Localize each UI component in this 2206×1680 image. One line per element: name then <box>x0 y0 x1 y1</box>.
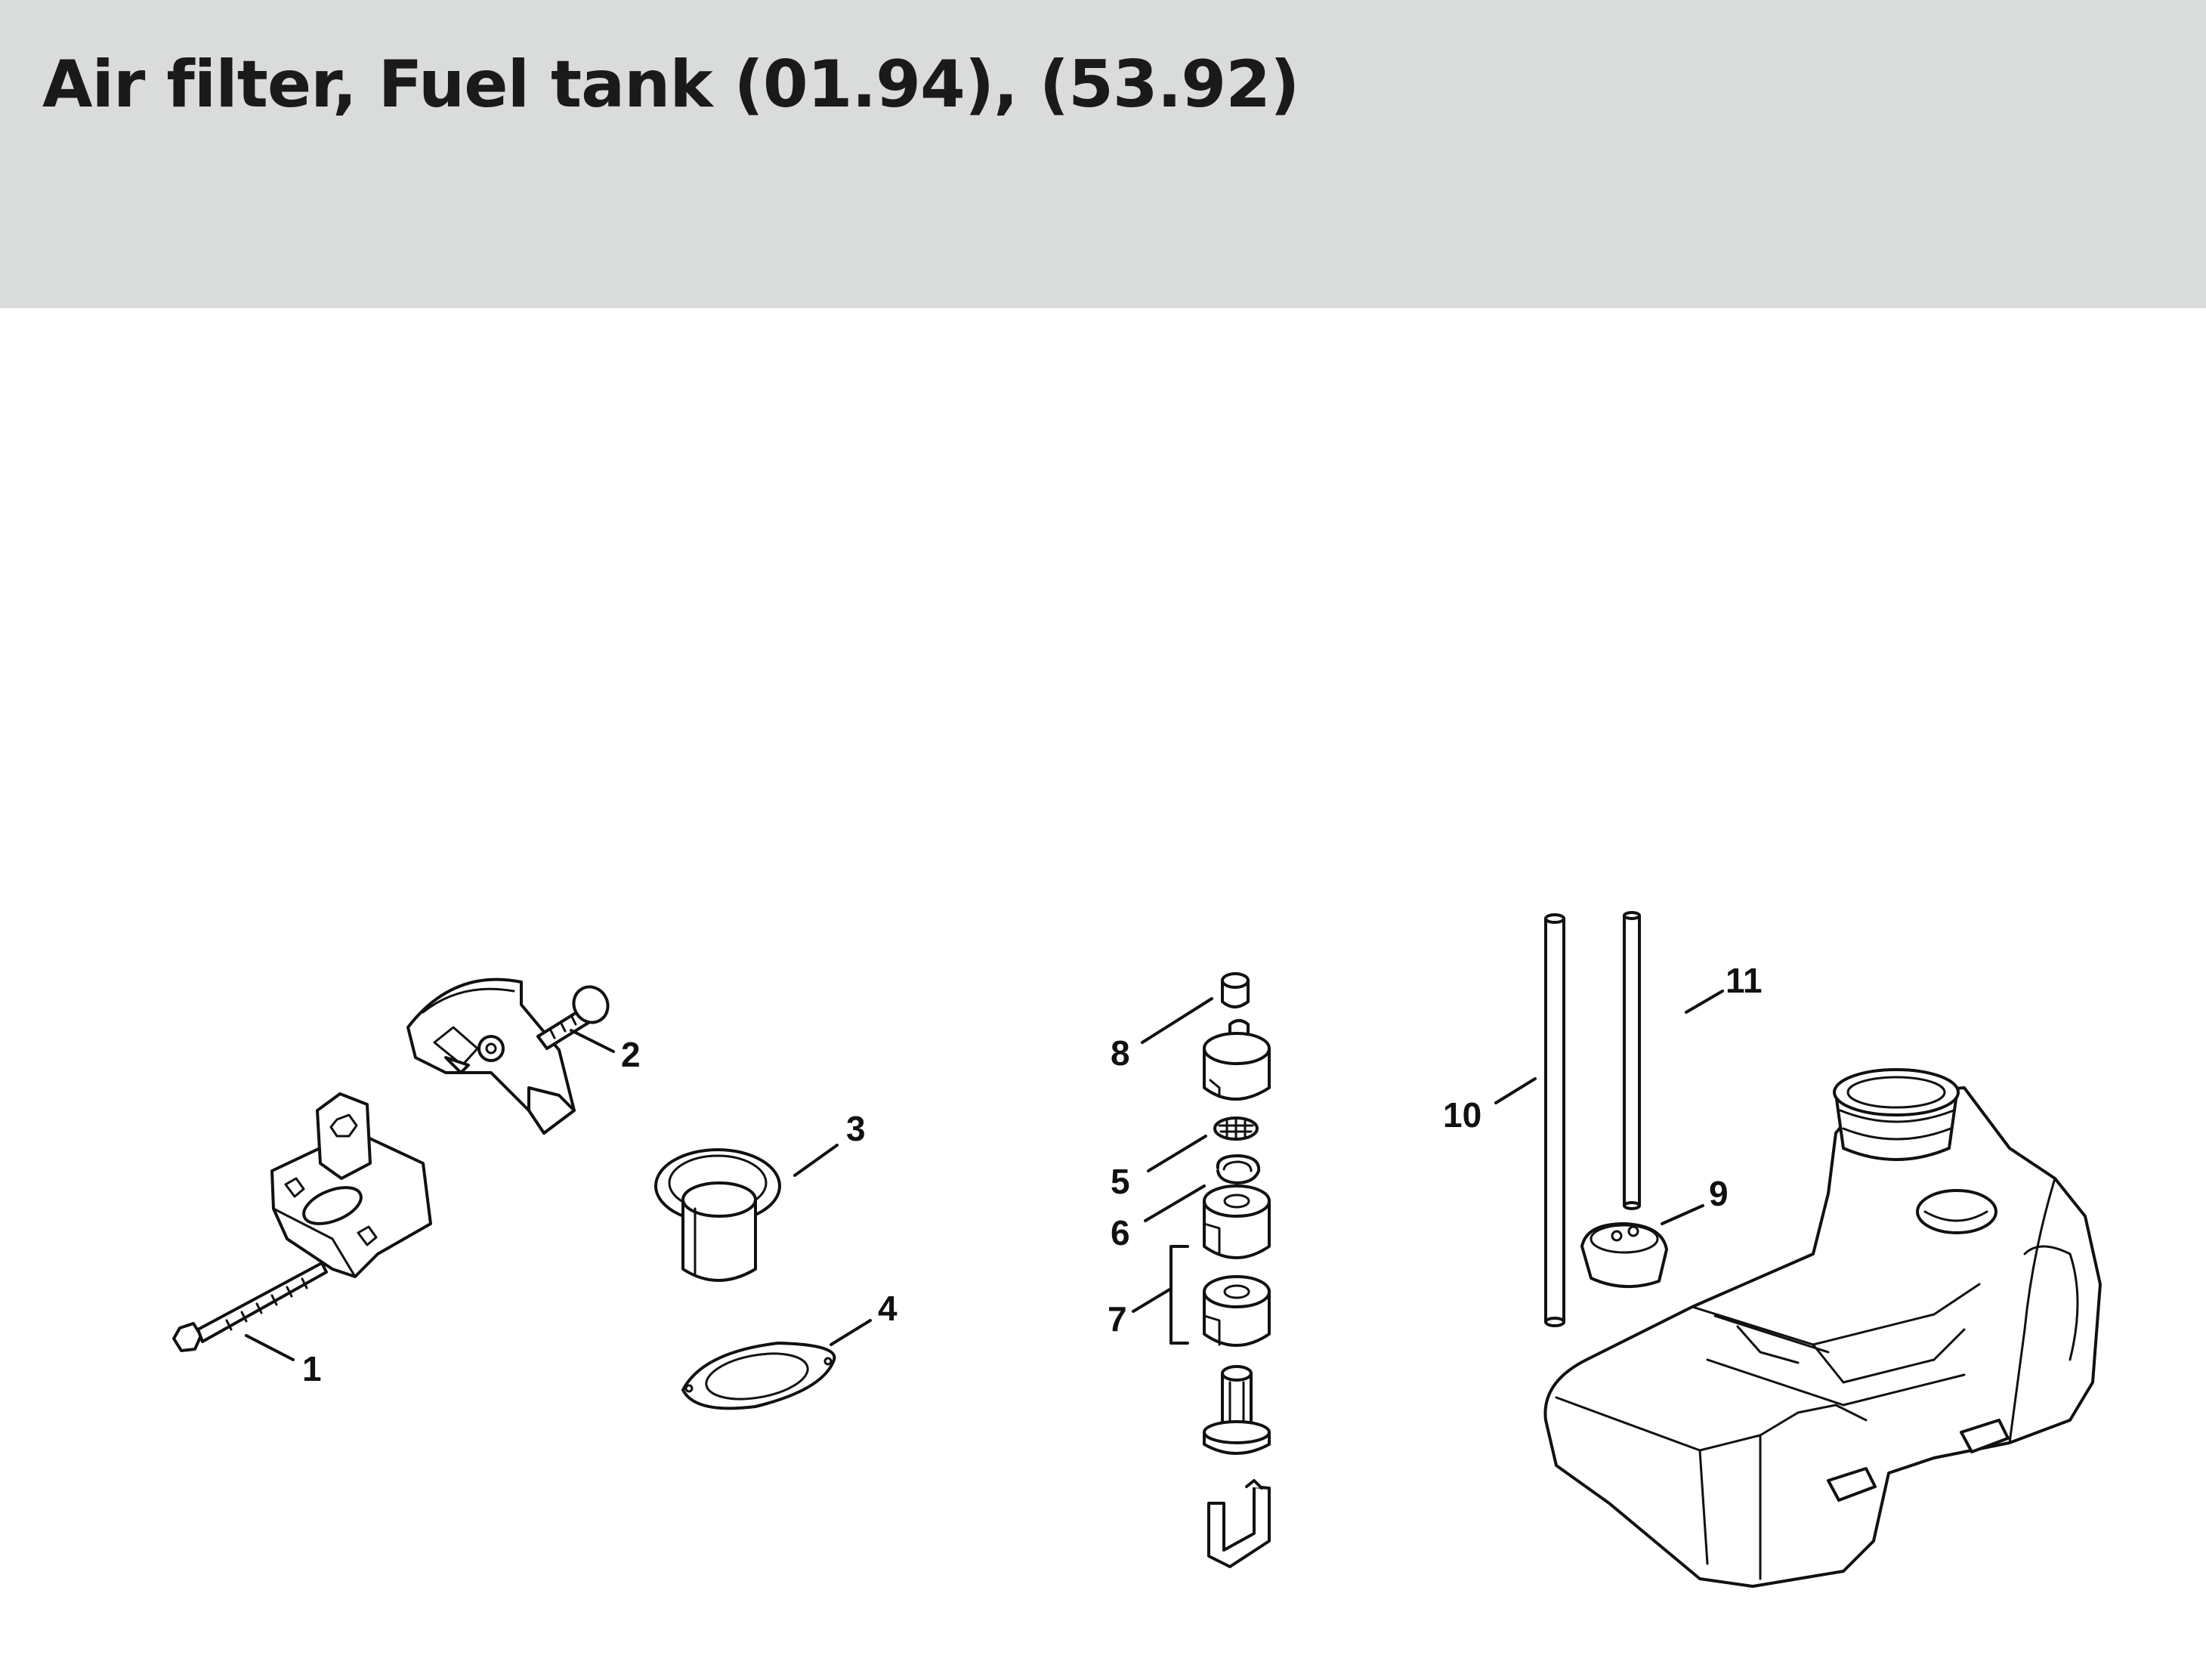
part-11-hose <box>1623 911 1641 1210</box>
part-4-gasket <box>681 1342 836 1410</box>
leader-line-5 <box>1147 1135 1207 1172</box>
callout-7: 7 <box>1108 1299 1127 1339</box>
pickup-housing <box>1203 1365 1271 1455</box>
callout-4: 4 <box>878 1289 898 1328</box>
callout-6: 6 <box>1111 1213 1130 1252</box>
spacer-flange <box>270 1092 432 1278</box>
part-5-strainer <box>1213 1116 1259 1141</box>
fuel-tank <box>1543 1068 2102 1588</box>
leader-line-1 <box>245 1334 295 1361</box>
callout-2: 2 <box>621 1035 641 1074</box>
callout-3: 3 <box>846 1109 866 1148</box>
page-title: Air filter, Fuel tank (01.94), (53.92) <box>42 47 1299 122</box>
part-3-intake-flange <box>654 1148 781 1282</box>
exploded-parts-diagram: 1 2 3 4 <box>172 911 2102 1588</box>
callout-8: 8 <box>1111 1033 1130 1073</box>
part-6-ring <box>1216 1154 1261 1184</box>
part-10-hose <box>1544 913 1565 1327</box>
pickup-clip <box>1207 1479 1271 1568</box>
leader-line-10 <box>1494 1077 1537 1104</box>
leader-line-11 <box>1685 990 1724 1014</box>
leader-line-6 <box>1144 1184 1206 1222</box>
part-7-weight-lower <box>1203 1275 1271 1347</box>
callout-5: 5 <box>1111 1162 1130 1201</box>
part-2-filter-housing <box>406 977 576 1135</box>
leader-line-7 <box>1132 1287 1173 1313</box>
part-8-small-cap <box>1221 972 1250 1008</box>
header-bar: Air filter, Fuel tank (01.94), (53.92) <box>0 0 2206 308</box>
part-9-grommet <box>1580 1222 1668 1289</box>
part-8-pickup-body <box>1203 1019 1271 1101</box>
leader-line-9 <box>1661 1204 1704 1225</box>
part-7-bracket <box>1169 1245 1189 1345</box>
leader-line-3 <box>793 1144 839 1177</box>
leader-line-2 <box>570 1029 615 1053</box>
callout-1: 1 <box>302 1349 322 1388</box>
callout-10: 10 <box>1443 1095 1481 1135</box>
callout-9: 9 <box>1709 1174 1729 1213</box>
part-1-screw <box>172 1262 328 1352</box>
part-7-weight-upper <box>1203 1184 1271 1259</box>
callout-11: 11 <box>1726 961 1763 1000</box>
part-2-screw <box>536 985 610 1050</box>
leader-line-8 <box>1141 997 1213 1044</box>
leader-line-4 <box>830 1319 872 1346</box>
